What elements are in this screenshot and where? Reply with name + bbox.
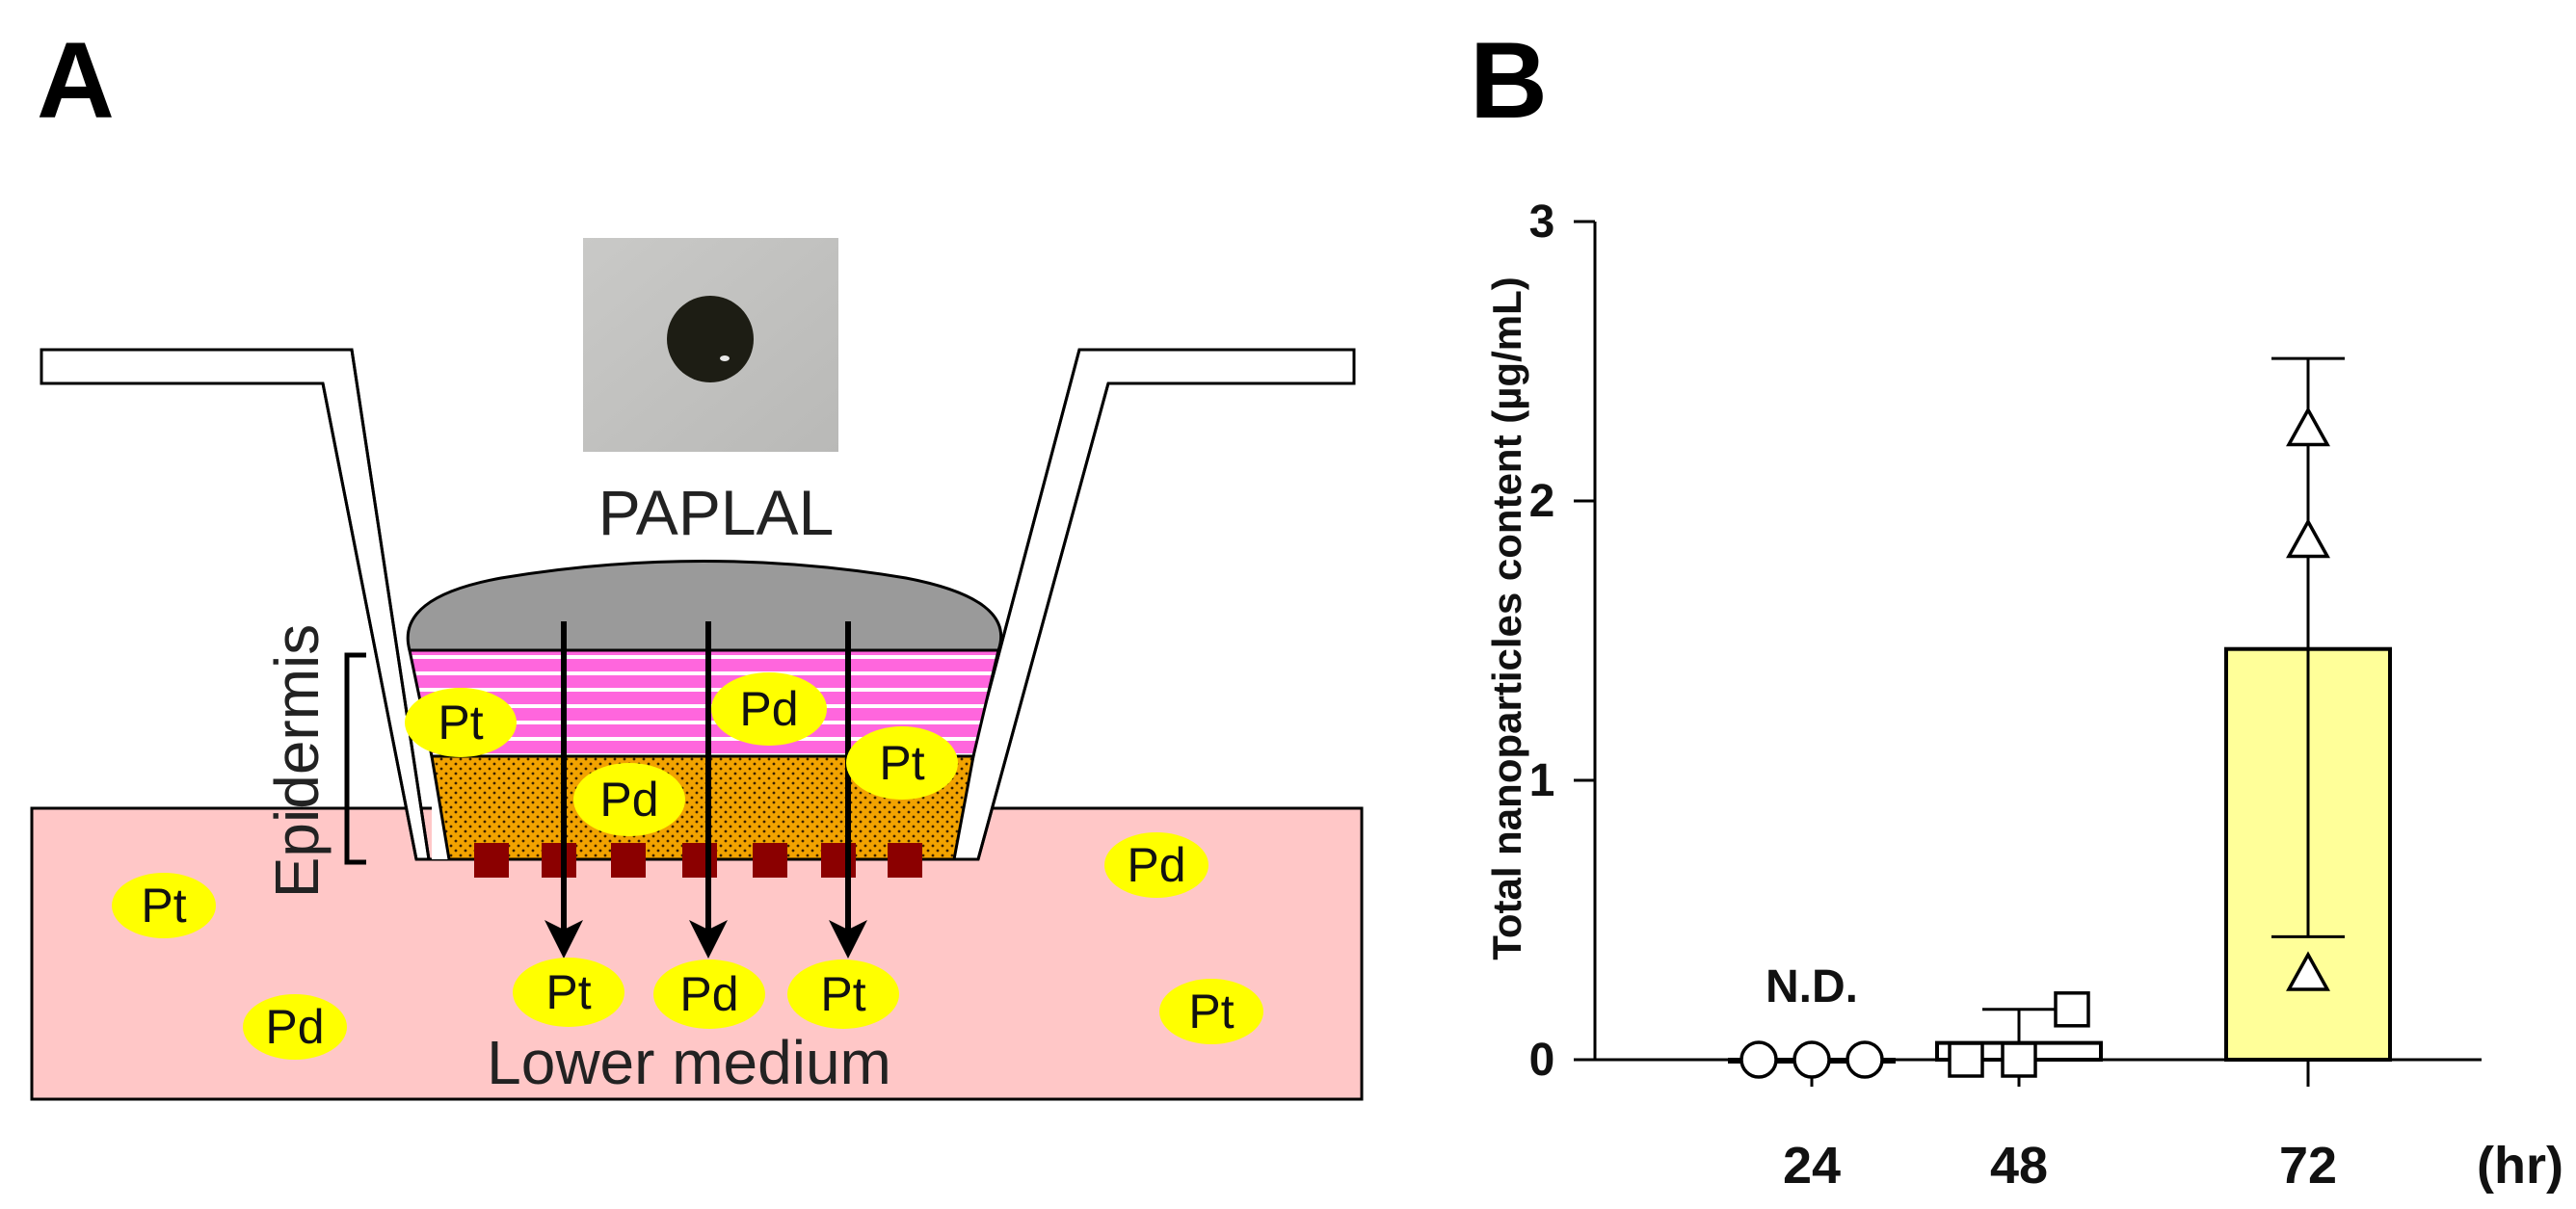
panel-b: B Total nanoparticles content (µg/mL) 0 1…: [1470, 20, 2563, 1195]
point-square: [2001, 1041, 2037, 1078]
particle-pt-blob: [1159, 979, 1263, 1044]
point-triangle: [2286, 517, 2330, 559]
particle-pd-label: Pd: [265, 1000, 324, 1054]
point-circle: [1739, 1040, 1778, 1079]
x-axis-unit: (hr): [2477, 1137, 2563, 1195]
paplal-droplet: [667, 296, 754, 382]
particle-pt-blob: [405, 688, 517, 757]
particle-pd-label: Pd: [679, 967, 738, 1021]
insert-top-right: [943, 348, 1354, 860]
y-tick-label: 1: [1529, 755, 1555, 806]
panel-a-letter: A: [37, 20, 115, 141]
particle-pt-label: Pt: [141, 879, 186, 933]
particle-pd-blob: [243, 994, 347, 1060]
point-triangle: [2286, 406, 2330, 447]
insert-inner: [321, 382, 1110, 860]
paplal-cream: [406, 560, 1003, 652]
arrow-head: [544, 920, 583, 959]
particle-pt-label: Pt: [820, 967, 865, 1021]
point-square: [2054, 991, 2090, 1028]
photo-caption: PAPLAL: [598, 477, 835, 548]
x-tick-label-48: 48: [1990, 1137, 2048, 1195]
x-tick-label-72: 72: [2279, 1137, 2337, 1195]
insert-top-left: [41, 348, 431, 860]
particle-pt-label: Pt: [1188, 985, 1234, 1038]
particle-pt-blob: [112, 873, 216, 938]
y-tick-label: 2: [1529, 476, 1555, 527]
epidermis-bracket: [344, 652, 366, 865]
point-square: [1948, 1041, 1984, 1078]
point-circle: [1793, 1040, 1831, 1079]
x-tick-label-24: 24: [1783, 1137, 1841, 1195]
particle-pd-blob: [711, 672, 827, 746]
particle-pd-blob: [653, 959, 765, 1029]
y-tick-label: 3: [1529, 197, 1555, 248]
particle-pt-blob: [787, 959, 899, 1029]
arrow-head: [829, 920, 867, 959]
lower-medium-label: Lower medium: [487, 1028, 891, 1097]
bar-chart: 0 1 2 3 24 48 72 N.D.: [1529, 197, 2482, 1195]
y-tick-label: 0: [1529, 1035, 1555, 1086]
point-triangle: [2286, 951, 2330, 991]
particle-pd-blob: [573, 763, 685, 836]
particle-pt-blob: [513, 958, 624, 1027]
arrow-heads: [544, 920, 867, 959]
y-axis-label: Total nanoparticles content (µg/mL): [1484, 276, 1529, 959]
particle-pt-label: Pt: [545, 965, 591, 1019]
panel-b-letter: B: [1470, 20, 1548, 141]
arrow-head: [689, 920, 728, 959]
nd-annotation: N.D.: [1766, 961, 1858, 1012]
droplet-highlight: [720, 355, 730, 361]
particle-pd-blob: [1104, 832, 1208, 898]
point-circle: [1846, 1040, 1884, 1079]
particle-pd-label: Pd: [739, 682, 798, 736]
epidermis-label: Epidermis: [262, 624, 332, 899]
particle-pd-label: Pd: [1127, 838, 1185, 892]
panel-a: A Epidermis: [30, 20, 1364, 1101]
particle-pt-label: Pt: [879, 736, 924, 790]
particle-pt-label: Pt: [438, 696, 483, 749]
particle-pt-blob: [846, 726, 958, 800]
particle-pd-label: Pd: [599, 773, 658, 827]
diffusion-arrows: [561, 621, 851, 939]
